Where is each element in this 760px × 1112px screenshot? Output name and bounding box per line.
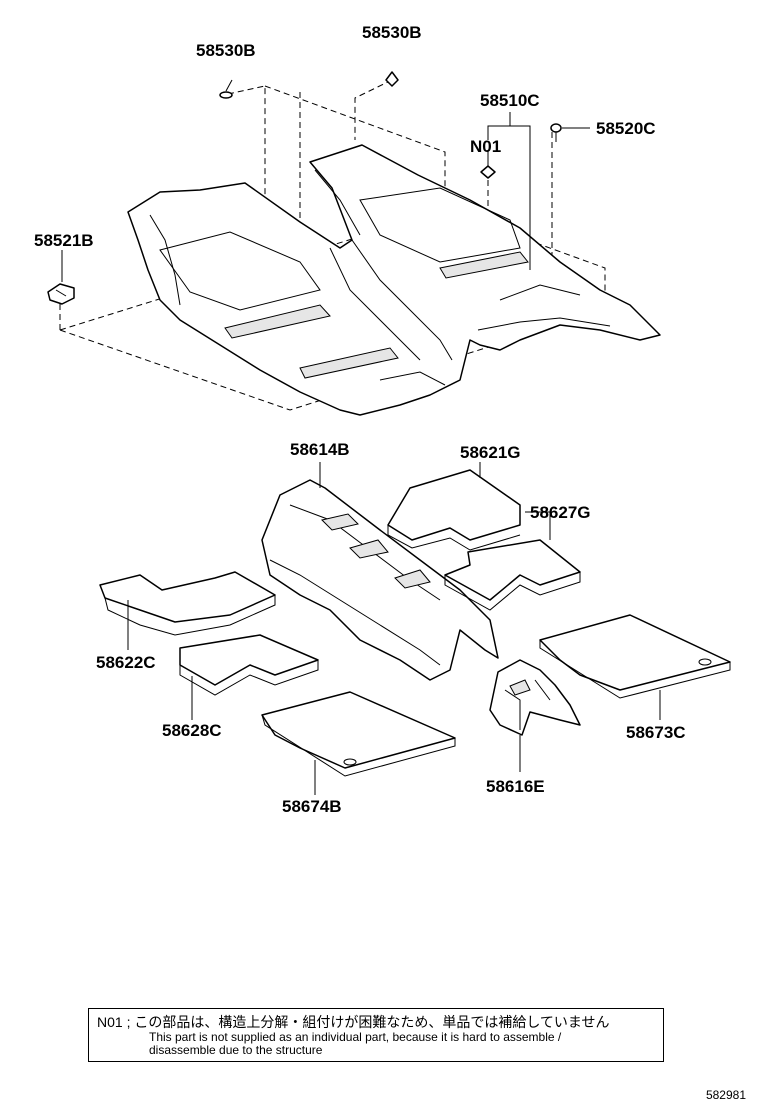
silencer-58622C <box>99 571 276 650</box>
clip-58530B-right <box>385 71 399 87</box>
footnote-japanese: N01 ; この部品は、構造上分解・組付けが困難なため、単品では補給していません <box>97 1014 610 1030</box>
leader-58510C <box>487 112 531 270</box>
clip-58521B <box>47 250 75 305</box>
floor-carpet <box>127 144 661 416</box>
label-58673C: 58673C <box>626 723 686 742</box>
label-58627G: 58627G <box>530 503 591 522</box>
label-58621G: 58621G <box>460 443 521 462</box>
silencer-58621G <box>387 462 521 551</box>
label-58674B: 58674B <box>282 797 342 816</box>
silencer-58616E <box>489 659 581 772</box>
footnote-box: N01 ; この部品は、構造上分解・組付けが困難なため、単品では補給していません… <box>88 1008 664 1062</box>
silencer-58628C <box>179 634 319 720</box>
label-58614B: 58614B <box>290 440 350 459</box>
label-N01: N01 <box>470 137 501 156</box>
footnote-english-line2: disassemble due to the structure <box>149 1043 323 1057</box>
mat-58674B <box>261 691 456 795</box>
silencer-58627G <box>444 511 581 611</box>
label-58530B-right: 58530B <box>362 23 422 42</box>
clip-58530B-left <box>219 79 233 99</box>
label-58616E: 58616E <box>486 777 545 796</box>
screw-58520C <box>550 123 590 142</box>
label-58628C: 58628C <box>162 721 222 740</box>
label-58510C: 58510C <box>480 91 540 110</box>
nut-N01 <box>480 165 496 179</box>
label-58521B: 58521B <box>34 231 94 250</box>
silencer-58614B <box>261 462 499 681</box>
footnote-english-line1: This part is not supplied as an individu… <box>149 1030 562 1044</box>
floor-carpet-assembly <box>59 79 661 416</box>
mat-58673C <box>539 614 731 720</box>
label-58622C: 58622C <box>96 653 156 672</box>
label-58530B-left: 58530B <box>196 41 256 60</box>
label-58520C: 58520C <box>596 119 656 138</box>
diagram-reference-number: 582981 <box>705 1088 746 1102</box>
